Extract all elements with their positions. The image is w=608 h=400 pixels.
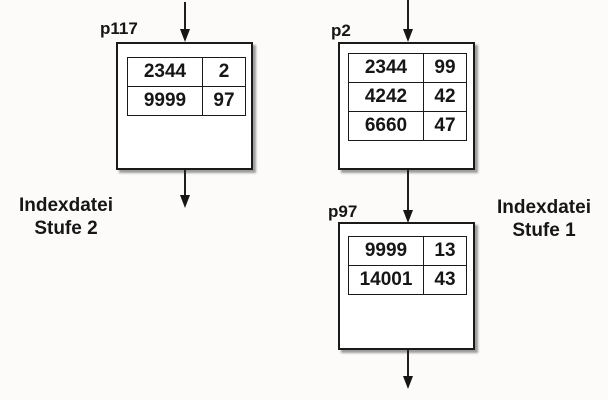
page-label-p117: p117 xyxy=(100,19,138,38)
label-indexdatei-stufe-2: Indexdatei Stufe 2 xyxy=(8,194,124,240)
arrow-p2-to-p97 xyxy=(402,170,413,223)
arrow-out-of-p117 xyxy=(179,170,190,208)
key-cell: 2344 xyxy=(348,53,424,83)
arrow-shaft xyxy=(406,0,409,29)
arrow-out-of-p97 xyxy=(402,350,413,389)
key-cell: 9999 xyxy=(348,236,424,266)
arrow-down-icon xyxy=(179,195,190,208)
pointer-cell: 42 xyxy=(423,82,467,112)
label-line: Stufe 1 xyxy=(512,220,576,241)
key-cell: 6660 xyxy=(348,111,424,141)
entry-table-p117: 2344 2 9999 97 xyxy=(127,57,246,116)
pointer-cell: 2 xyxy=(202,57,246,87)
table-row: 6660 47 xyxy=(348,111,467,141)
label-line: Stufe 2 xyxy=(34,218,98,239)
table-row: 4242 42 xyxy=(348,82,467,112)
page-label-p2: p2 xyxy=(331,21,351,40)
arrow-shaft xyxy=(406,170,409,210)
arrow-shaft xyxy=(406,350,409,376)
entry-table-p2: 2344 99 4242 42 6660 47 xyxy=(348,53,467,141)
key-cell: 9999 xyxy=(127,86,203,116)
page-label-p97: p97 xyxy=(328,202,358,221)
label-line: Indexdatei xyxy=(19,195,113,216)
index-page-p117: 2344 2 9999 97 xyxy=(116,42,253,170)
arrow-down-icon xyxy=(179,29,190,42)
table-row: 2344 2 xyxy=(127,57,246,87)
table-row: 9999 97 xyxy=(127,86,246,116)
table-row: 14001 43 xyxy=(348,265,467,295)
arrow-into-p2 xyxy=(402,0,413,42)
label-indexdatei-stufe-1: Indexdatei Stufe 1 xyxy=(486,196,602,242)
label-line: Indexdatei xyxy=(497,197,591,218)
pointer-cell: 47 xyxy=(423,111,467,141)
index-page-p97: 9999 13 14001 43 xyxy=(338,222,475,350)
key-cell: 14001 xyxy=(348,265,424,295)
arrow-shaft xyxy=(183,2,186,29)
arrow-down-icon xyxy=(402,29,413,42)
index-page-p2: 2344 99 4242 42 6660 47 xyxy=(338,42,475,170)
table-row: 9999 13 xyxy=(348,236,467,266)
key-cell: 4242 xyxy=(348,82,424,112)
pointer-cell: 97 xyxy=(202,86,246,116)
arrow-into-p117 xyxy=(179,2,190,42)
pointer-cell: 43 xyxy=(423,265,467,295)
pointer-cell: 99 xyxy=(423,53,467,83)
entry-table-p97: 9999 13 14001 43 xyxy=(348,236,467,295)
arrow-down-icon xyxy=(402,210,413,223)
key-cell: 2344 xyxy=(127,57,203,87)
arrow-down-icon xyxy=(402,376,413,389)
table-row: 2344 99 xyxy=(348,53,467,83)
arrow-shaft xyxy=(183,170,186,195)
pointer-cell: 13 xyxy=(423,236,467,266)
